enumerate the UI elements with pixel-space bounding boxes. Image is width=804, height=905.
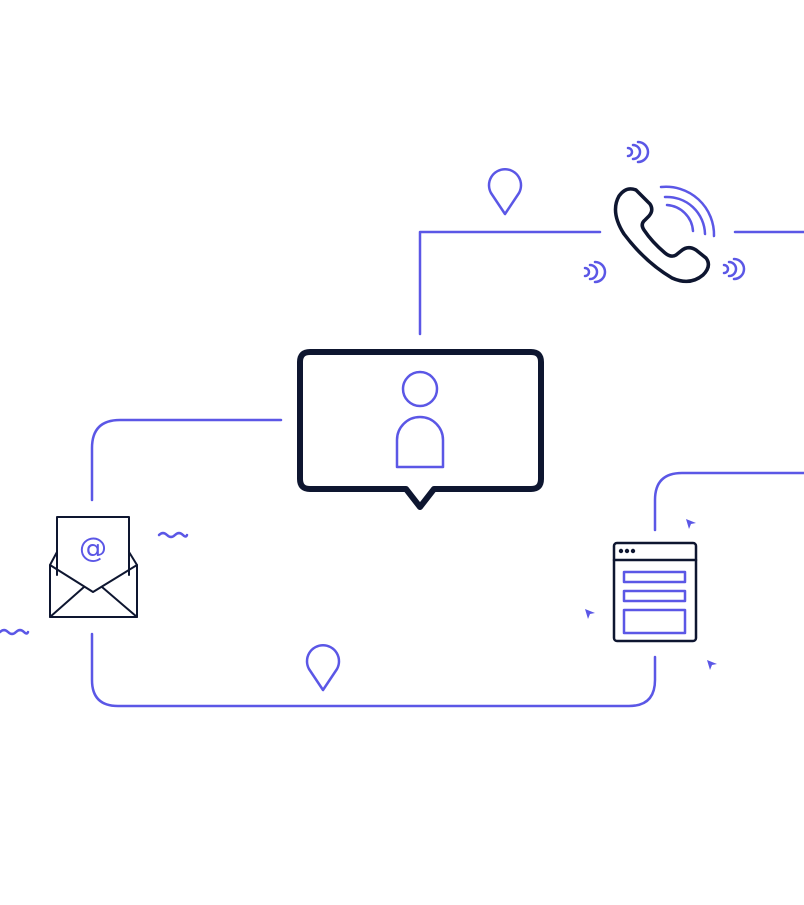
phone-icon bbox=[613, 185, 716, 284]
chat-user-icon bbox=[297, 349, 544, 510]
connector-lines bbox=[90, 230, 804, 708]
cursor-arrows bbox=[585, 519, 717, 670]
cursor-arrow-icon bbox=[686, 519, 696, 529]
connector-email-browser bbox=[90, 632, 657, 708]
squiggle-decoration bbox=[157, 531, 189, 539]
browser-form-icon bbox=[612, 541, 698, 643]
email-icon: @ bbox=[49, 516, 138, 618]
cursor-arrow-icon bbox=[585, 609, 595, 619]
location-pin-icon bbox=[305, 644, 341, 692]
connector-chat-email bbox=[90, 418, 283, 502]
cursor-arrow-icon bbox=[707, 660, 717, 670]
location-pin-icon bbox=[487, 168, 523, 216]
at-symbol: @ bbox=[79, 531, 107, 564]
sound-waves-icon bbox=[583, 140, 746, 284]
connector-chat-phone bbox=[418, 230, 602, 336]
connector-browser-right bbox=[653, 471, 804, 532]
squiggle-decoration bbox=[0, 628, 30, 636]
